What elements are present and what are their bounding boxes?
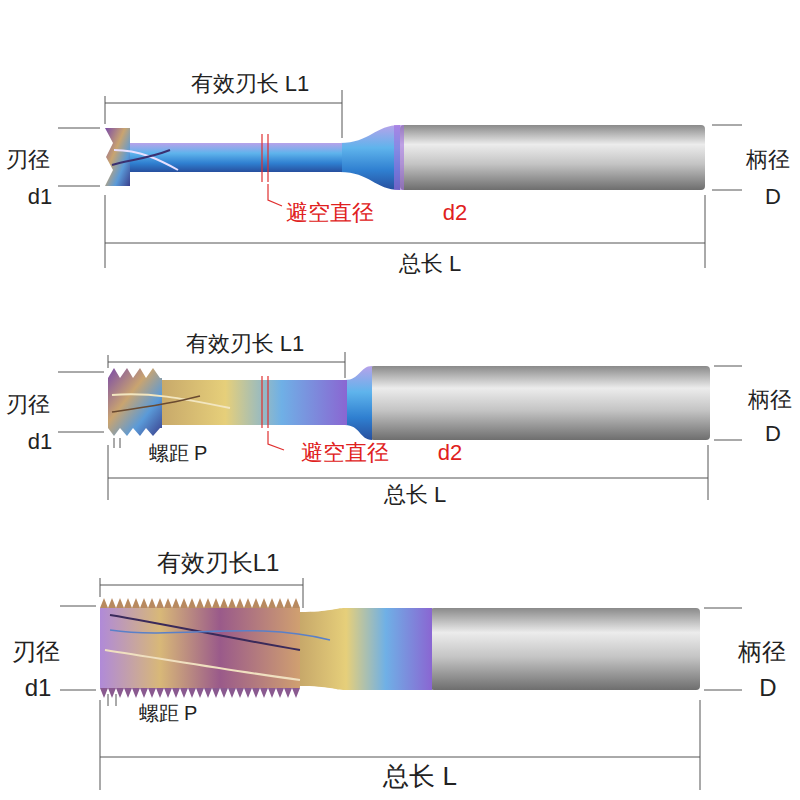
dimension-label: 刃径 [12, 639, 60, 665]
relief-symbol: d2 [438, 441, 462, 465]
dimension-lines-1 [58, 90, 742, 268]
dimension-label: 刃径 [6, 393, 50, 417]
tool-1 [105, 125, 705, 190]
pitch-label: 螺距 P [149, 442, 208, 464]
dimension-lines-2 [58, 352, 742, 500]
dimension-label: 刃径 [6, 148, 50, 172]
tool-3 [100, 598, 700, 698]
relief-label: 避空直径 [301, 441, 389, 465]
relief-leader-1 [262, 134, 282, 206]
dimension-symbol: D [759, 675, 776, 701]
dimension-lines-3 [60, 578, 742, 790]
tool-2 [108, 366, 710, 440]
dimension-symbol: D [765, 422, 781, 446]
dimension-label: 有效刃长 L1 [191, 72, 310, 96]
relief-leader-2 [262, 376, 284, 450]
relief-symbol: d2 [443, 201, 467, 225]
dimension-label: 总长 L [384, 483, 446, 507]
dimension-symbol: d1 [28, 185, 52, 209]
dimension-symbol: d1 [28, 430, 52, 454]
dimension-label: 柄径 [746, 148, 790, 172]
pitch-label: 螺距 P [139, 702, 198, 724]
dimension-label: 总长 L [399, 252, 461, 276]
dimension-label: 柄径 [748, 388, 792, 412]
dimension-label: 有效刃长L1 [157, 550, 280, 576]
dimension-label: 有效刃长 L1 [186, 332, 305, 356]
dimension-label: 柄径 [738, 639, 786, 665]
relief-label: 避空直径 [286, 201, 374, 225]
dimension-symbol: d1 [25, 675, 52, 701]
dimension-label: 总长 L [383, 762, 457, 791]
dimension-symbol: D [765, 185, 781, 209]
